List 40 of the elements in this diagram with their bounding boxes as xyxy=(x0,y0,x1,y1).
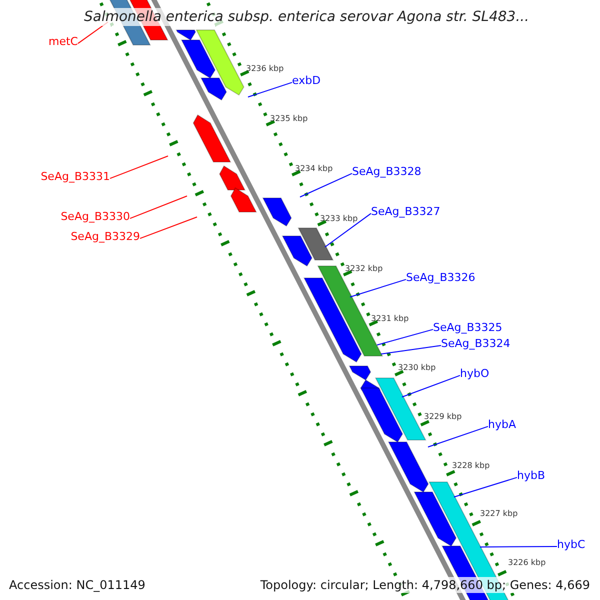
gene-label: SeAg_B3328 xyxy=(352,165,422,178)
leader-line xyxy=(480,546,558,548)
leader-line xyxy=(428,426,488,448)
gene-label: SeAg_B3331 xyxy=(40,170,110,183)
gene-label: SeAg_B3327 xyxy=(371,205,440,218)
tick-label: 3226 kbp xyxy=(508,558,546,568)
gene-label: metC xyxy=(48,35,78,48)
leader-line xyxy=(140,216,198,239)
leader-line xyxy=(300,172,352,198)
tick-label: 3232 kbp xyxy=(345,264,383,274)
leader-line xyxy=(402,374,460,398)
gene-label: hybA xyxy=(488,418,516,431)
gene-label: hybB xyxy=(517,469,546,482)
gene-label: SeAg_B3325 xyxy=(433,321,502,334)
gene-label: SeAg_B3324 xyxy=(441,337,510,350)
tick-label: 3230 kbp xyxy=(398,363,436,373)
gene-label: SeAg_B3326 xyxy=(406,271,476,284)
leader-line xyxy=(324,212,372,248)
leader-line xyxy=(248,82,292,98)
tick-label: 3231 kbp xyxy=(371,314,409,324)
gene-label: hybC xyxy=(557,538,586,551)
tick-label: 3227 kbp xyxy=(480,509,518,519)
tick-label: 3233 kbp xyxy=(320,214,358,224)
leader-line xyxy=(110,156,168,179)
genome-info-text: Topology: circular; Length: 4,798,660 bp; Genes: 4,669 xyxy=(258,577,592,593)
tick-label: 3236 kbp xyxy=(246,64,284,74)
tick-label: 3228 kbp xyxy=(452,461,490,471)
gene-label: hybO xyxy=(460,367,490,380)
gene-label: SeAg_B3329 xyxy=(70,230,140,243)
tick-label: 3229 kbp xyxy=(424,412,462,422)
leader-line xyxy=(454,476,518,498)
leader-line xyxy=(130,196,188,219)
tick-label: 3234 kbp xyxy=(295,164,333,174)
leader-line xyxy=(350,278,406,298)
gene-label: exbD xyxy=(292,74,321,87)
gene-label: SeAg_B3330 xyxy=(60,210,130,223)
leader-line xyxy=(376,328,434,346)
accession-text: Accession: NC_011149 xyxy=(7,577,148,593)
tick-label: 3235 kbp xyxy=(270,114,308,124)
leader-line xyxy=(380,344,442,354)
